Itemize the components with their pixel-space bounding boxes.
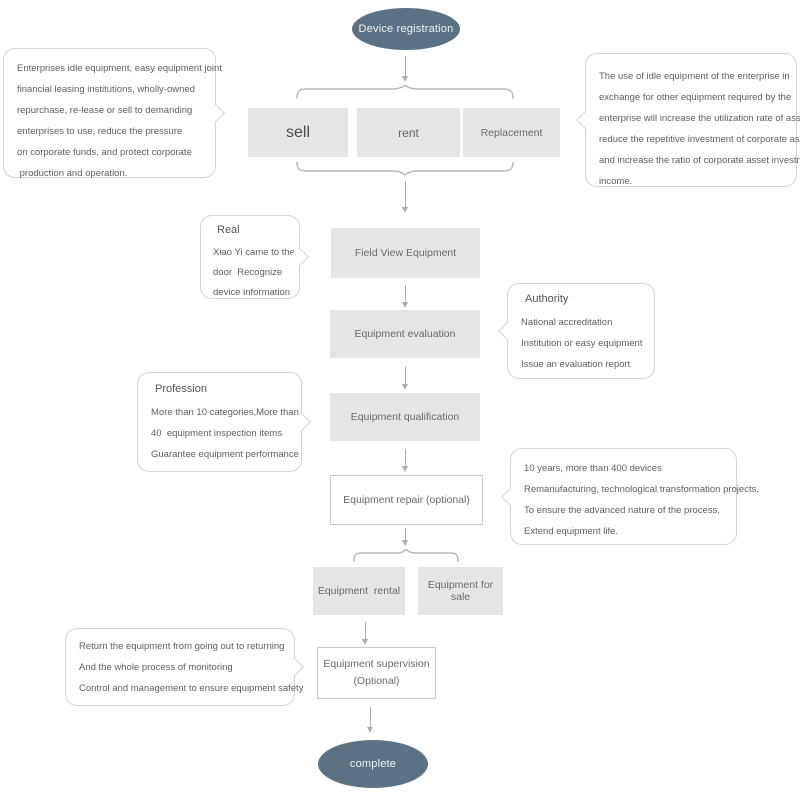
output-rental-label: Equipment rental [317,585,401,597]
step-repair-label: Equipment repair (optional) [343,493,470,506]
arrow-supervision-to-complete [367,707,373,733]
callout-line: Remanufacturing, technological transform… [524,484,759,495]
callout-real: Real Xiao Yi came to the door Recognize … [200,215,309,299]
callout-line: financial leasing institutions, wholly-o… [17,84,195,95]
start-node: Device registration [352,8,460,50]
step-box-qualification: Equipment qualification [330,393,480,441]
callout-line: Enterprises idle equipment, easy equipme… [17,63,222,74]
callout-line: To ensure the advanced nature of the pro… [524,505,720,516]
output-box-rental: Equipment rental [313,567,405,615]
option-box-rent: rent [357,108,460,157]
callout-title: Authority [525,293,569,305]
option-rent-label: rent [398,125,419,140]
callout-line: and increase the ratio of corporate asse… [599,155,800,166]
callout-line: Issue an evaluation report [521,359,631,370]
option-box-sell: sell [248,108,348,157]
option-box-replacement: Replacement [463,108,560,157]
option-replacement-label: Replacement [480,126,543,139]
callout-line: 10 years, more than 400 devices [524,463,662,474]
step-evaluation-label: Equipment evaluation [354,328,456,340]
arrow-repair-to-outputs [402,528,408,546]
start-node-label: Device registration [358,23,454,35]
callout-title: Real [217,224,240,236]
arrow-evaluation-to-qualification [402,367,408,390]
callout-line: repurchase, re-lease or sell to demandin… [17,105,193,116]
callout-line: enterprises to use, reduce the pressure [17,126,183,137]
supervision-label-line1: Equipment supervision [323,658,430,670]
callout-line: income. [599,176,633,187]
output-sale-label: Equipment for sale [427,579,497,603]
brace-options-bottom [296,162,514,176]
step-field-view-label: Field View Equipment [354,247,457,259]
arrow-options-to-fieldview [402,181,408,213]
callout-line: Xiao Yi came to the [213,247,295,258]
arrow-start-to-options [402,56,408,82]
callout-line: The use of idle equipment of the enterpr… [599,71,790,82]
supervision-label-line2: (Optional) [353,675,400,687]
callout-line: Control and management to ensure equipme… [79,683,304,694]
step-box-repair: Equipment repair (optional) [330,475,483,525]
callout-line: Return the equipment from going out to r… [79,641,285,652]
step-box-field-view: Field View Equipment [331,228,480,278]
callout-profession: Profession More than 10 categories,More … [137,372,311,472]
callout-line: Institution or easy equipment [521,338,643,349]
callout-line: 40 equipment inspection items [151,428,282,439]
arrow-fieldview-to-evaluation [402,285,408,308]
callout-line: on corporate funds, and protect corporat… [17,147,192,158]
option-sell-label: sell [285,123,310,141]
callout-replacement-note: The use of idle equipment of the enterpr… [576,53,800,187]
brace-options-top [296,85,514,99]
arrow-outputs-to-supervision [362,622,368,645]
callout-line: exchange for other equipment required by… [599,92,792,103]
output-box-sale: Equipment for sale [418,567,503,615]
callout-line: National accreditation [521,317,613,328]
callout-line: And the whole process of monitoring [79,662,233,673]
callout-sell-note: Enterprises idle equipment, easy equipme… [3,48,225,179]
callout-line: enterprise will increase the utilization… [599,113,800,124]
callout-line: production and operation. [17,168,128,179]
end-node-label: complete [349,758,397,770]
end-node: complete [318,740,428,788]
callout-line: More than 10 categories,More than [151,407,299,418]
callout-line: Extend equipment life. [524,526,619,537]
callout-title: Profession [155,383,207,395]
callout-authority: Authority National accreditation Institu… [498,283,655,379]
step-qualification-label: Equipment qualification [350,411,460,423]
step-box-supervision: Equipment supervision (Optional) [317,647,436,699]
callout-supervision-note: Return the equipment from going out to r… [65,628,304,706]
callout-line: Guarantee equipment performance [151,449,299,460]
arrow-qualification-to-repair [402,449,408,472]
callout-repair-note: 10 years, more than 400 devices Remanufa… [501,448,759,545]
callout-line: reduce the repetitive investment of corp… [599,134,800,145]
brace-outputs-top [353,549,459,562]
callout-line: device information [213,287,291,298]
callout-line: door Recognize [213,267,283,278]
step-box-evaluation: Equipment evaluation [330,310,480,358]
